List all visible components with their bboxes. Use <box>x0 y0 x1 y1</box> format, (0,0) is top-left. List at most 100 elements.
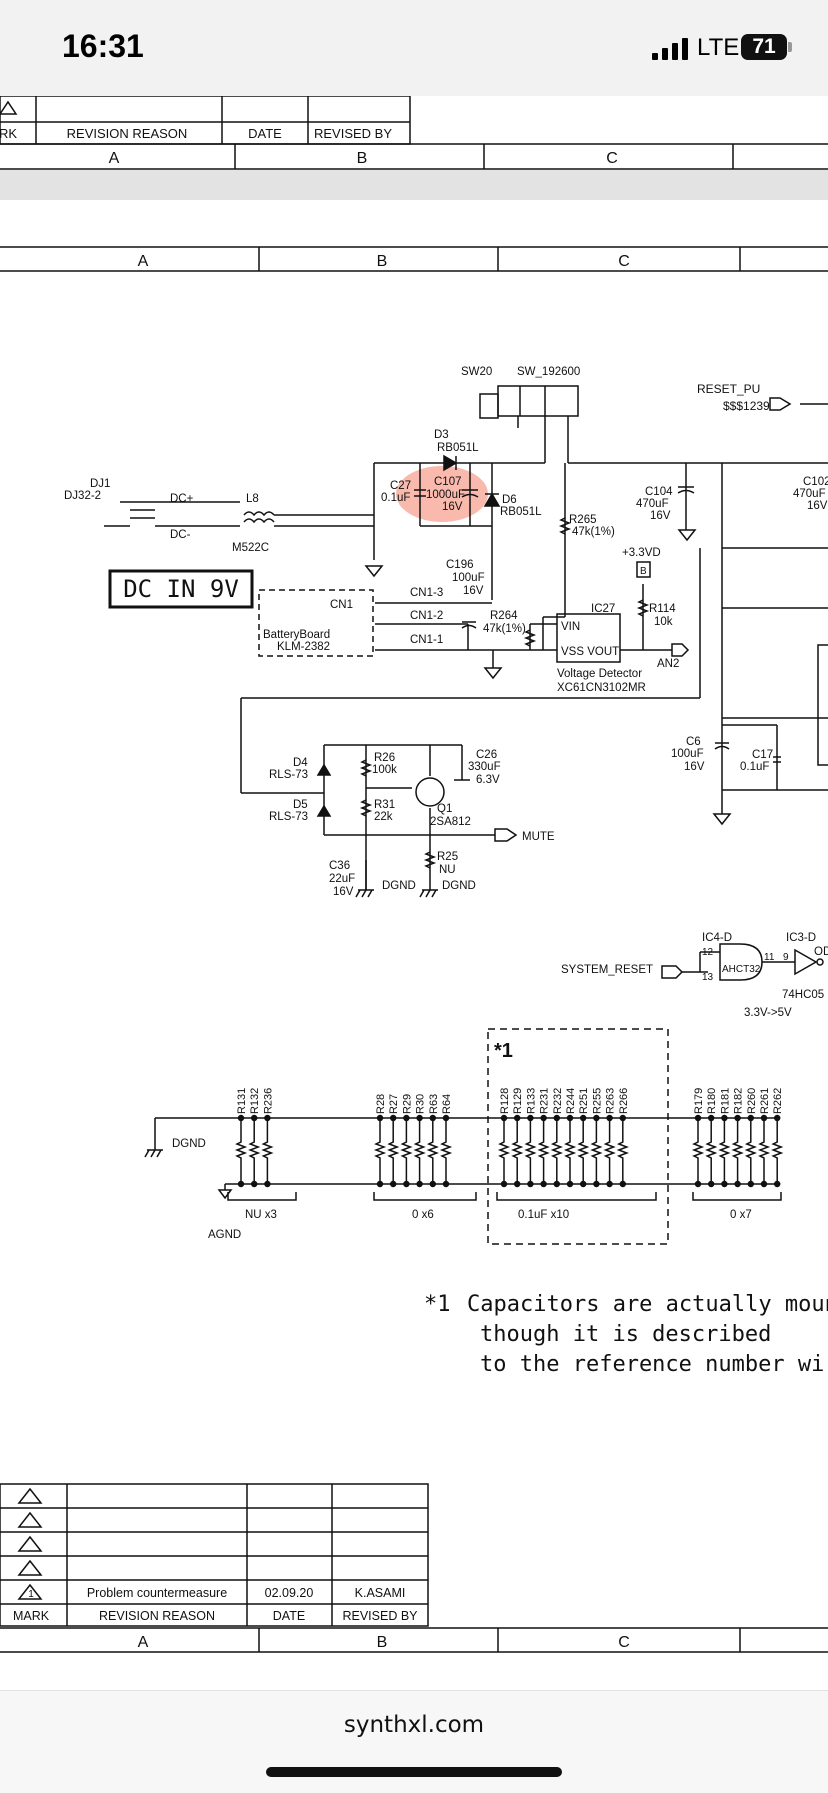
junction-dot <box>593 1114 600 1122</box>
label-vss-vout: VSS VOUT <box>561 646 619 658</box>
resistor-r132 <box>248 1118 261 1184</box>
label-q1-part: 2SA812 <box>430 816 471 828</box>
top-column-c: C <box>606 150 618 167</box>
resistor-r63 <box>426 1118 439 1184</box>
junction-dot <box>416 1180 423 1188</box>
top-column-b: B <box>357 150 368 167</box>
browser-bottom-bar <box>0 1690 828 1793</box>
revision-triangle-icon <box>17 1559 43 1576</box>
resistor-label-r30: R30 <box>415 1094 427 1114</box>
junction-dot <box>250 1114 258 1122</box>
system-reset-connector-icon <box>661 965 684 979</box>
junction-dot <box>553 1180 561 1188</box>
dgnd-icon <box>419 889 438 898</box>
mute-circuit <box>316 744 518 898</box>
junction-dot <box>403 1180 410 1188</box>
network-type: LTE <box>697 34 740 61</box>
revision-table: 1 Problem countermeasure 02.09.20 K.ASAM… <box>0 1483 828 1653</box>
junction-dot <box>734 1180 741 1188</box>
battery-tip-icon <box>788 42 792 52</box>
resistor-label-r179: R179 <box>693 1088 705 1114</box>
label-d5: D5 <box>293 799 308 811</box>
label-c27-val: 0.1uF <box>381 492 410 504</box>
label-dj1: DJ1 <box>90 478 110 490</box>
label-cn1: CN1 <box>330 599 353 611</box>
junction-dot <box>579 1180 587 1188</box>
resistor-label-r255: R255 <box>591 1088 603 1114</box>
label-r25-val: NU <box>439 864 456 876</box>
ground-icon <box>483 667 503 680</box>
resistor-r263 <box>603 1118 616 1184</box>
label-c27: C27 <box>390 480 411 492</box>
label-b-box: B <box>640 566 647 577</box>
url-bar[interactable]: synthxl.com <box>343 1712 485 1738</box>
resistor-label-r29: R29 <box>401 1094 413 1114</box>
label-battery-part: KLM-2382 <box>277 641 330 653</box>
resistor-label-r182: R182 <box>733 1088 745 1114</box>
label-cn1-3: CN1-3 <box>410 587 443 599</box>
label-dgnd-3: DGND <box>172 1138 206 1150</box>
junction-dot <box>442 1114 450 1122</box>
note-line-1: Capacitors are actually moun <box>467 1292 828 1317</box>
label-c104: C104 <box>645 486 673 498</box>
label-v33: +3.3VD <box>622 547 661 559</box>
resistor-label-r181: R181 <box>719 1088 731 1114</box>
resistor-r128 <box>497 1118 511 1184</box>
junction-dot <box>540 1180 547 1188</box>
junction-dot <box>760 1114 768 1122</box>
junction-dot <box>389 1114 397 1122</box>
junction-dot <box>389 1180 397 1188</box>
label-d6-part: RB051L <box>500 506 542 518</box>
label-reset-num: $$$1239 <box>723 399 770 413</box>
resistor-r260 <box>744 1118 757 1184</box>
label-sw20: SW20 <box>461 366 492 378</box>
junction-dot <box>500 1114 508 1122</box>
label-agnd: AGND <box>208 1229 241 1241</box>
junction-dot <box>707 1114 715 1122</box>
junction-dot <box>237 1180 245 1188</box>
label-c36-v: 16V <box>333 886 354 898</box>
schematic-document[interactable]: RK REVISION REASON DATE REVISED BY A B C… <box>0 96 828 1690</box>
label-c196-v: 16V <box>463 585 484 597</box>
label-d3-part: RB051L <box>437 442 479 454</box>
dgnd-icon <box>355 889 374 898</box>
junction-dot <box>773 1114 781 1122</box>
junction-dot <box>773 1180 781 1188</box>
resistor-r129 <box>511 1118 524 1184</box>
label-o-x7: 0 x7 <box>730 1209 752 1221</box>
top-column-a: A <box>109 150 120 167</box>
label-level: 3.3V->5V <box>744 1007 792 1019</box>
resistor-label-r129: R129 <box>512 1088 524 1114</box>
resistor-r64 <box>439 1118 453 1184</box>
junction-dot <box>593 1180 600 1188</box>
power-wiring <box>104 385 828 794</box>
junction-dot <box>707 1180 715 1188</box>
d6-diode-icon <box>483 492 501 507</box>
label-r31: R31 <box>374 799 395 811</box>
title-header-date: DATE <box>248 126 282 141</box>
resistor-r182 <box>731 1118 744 1184</box>
label-ic27: IC27 <box>591 603 615 615</box>
label-vd-part: XC61CN3102MR <box>557 682 646 694</box>
resistor-label-r180: R180 <box>706 1088 718 1114</box>
status-bar: 16:31 LTE 71 <box>0 0 828 96</box>
status-time: 16:31 <box>62 28 144 64</box>
resistor-r266 <box>616 1118 629 1184</box>
home-indicator[interactable] <box>266 1767 562 1777</box>
label-r26-val: 100k <box>372 764 397 776</box>
junction-dot <box>619 1180 627 1188</box>
resistor-r29 <box>400 1118 413 1184</box>
junction-dot <box>429 1114 437 1122</box>
resistor-label-r244: R244 <box>565 1088 577 1114</box>
junction-dot <box>540 1114 547 1122</box>
label-c6: C6 <box>686 736 701 748</box>
junction-dot <box>237 1114 245 1122</box>
label-system-reset: SYSTEM_RESET <box>561 964 653 976</box>
label-ic3d: IC3-D <box>786 932 816 944</box>
junction-dot <box>527 1180 534 1188</box>
resistor-r261 <box>757 1118 771 1184</box>
resistor-label-r133: R133 <box>525 1088 537 1114</box>
label-nu-x3: NU x3 <box>245 1209 277 1221</box>
label-an2: AN2 <box>657 658 679 670</box>
